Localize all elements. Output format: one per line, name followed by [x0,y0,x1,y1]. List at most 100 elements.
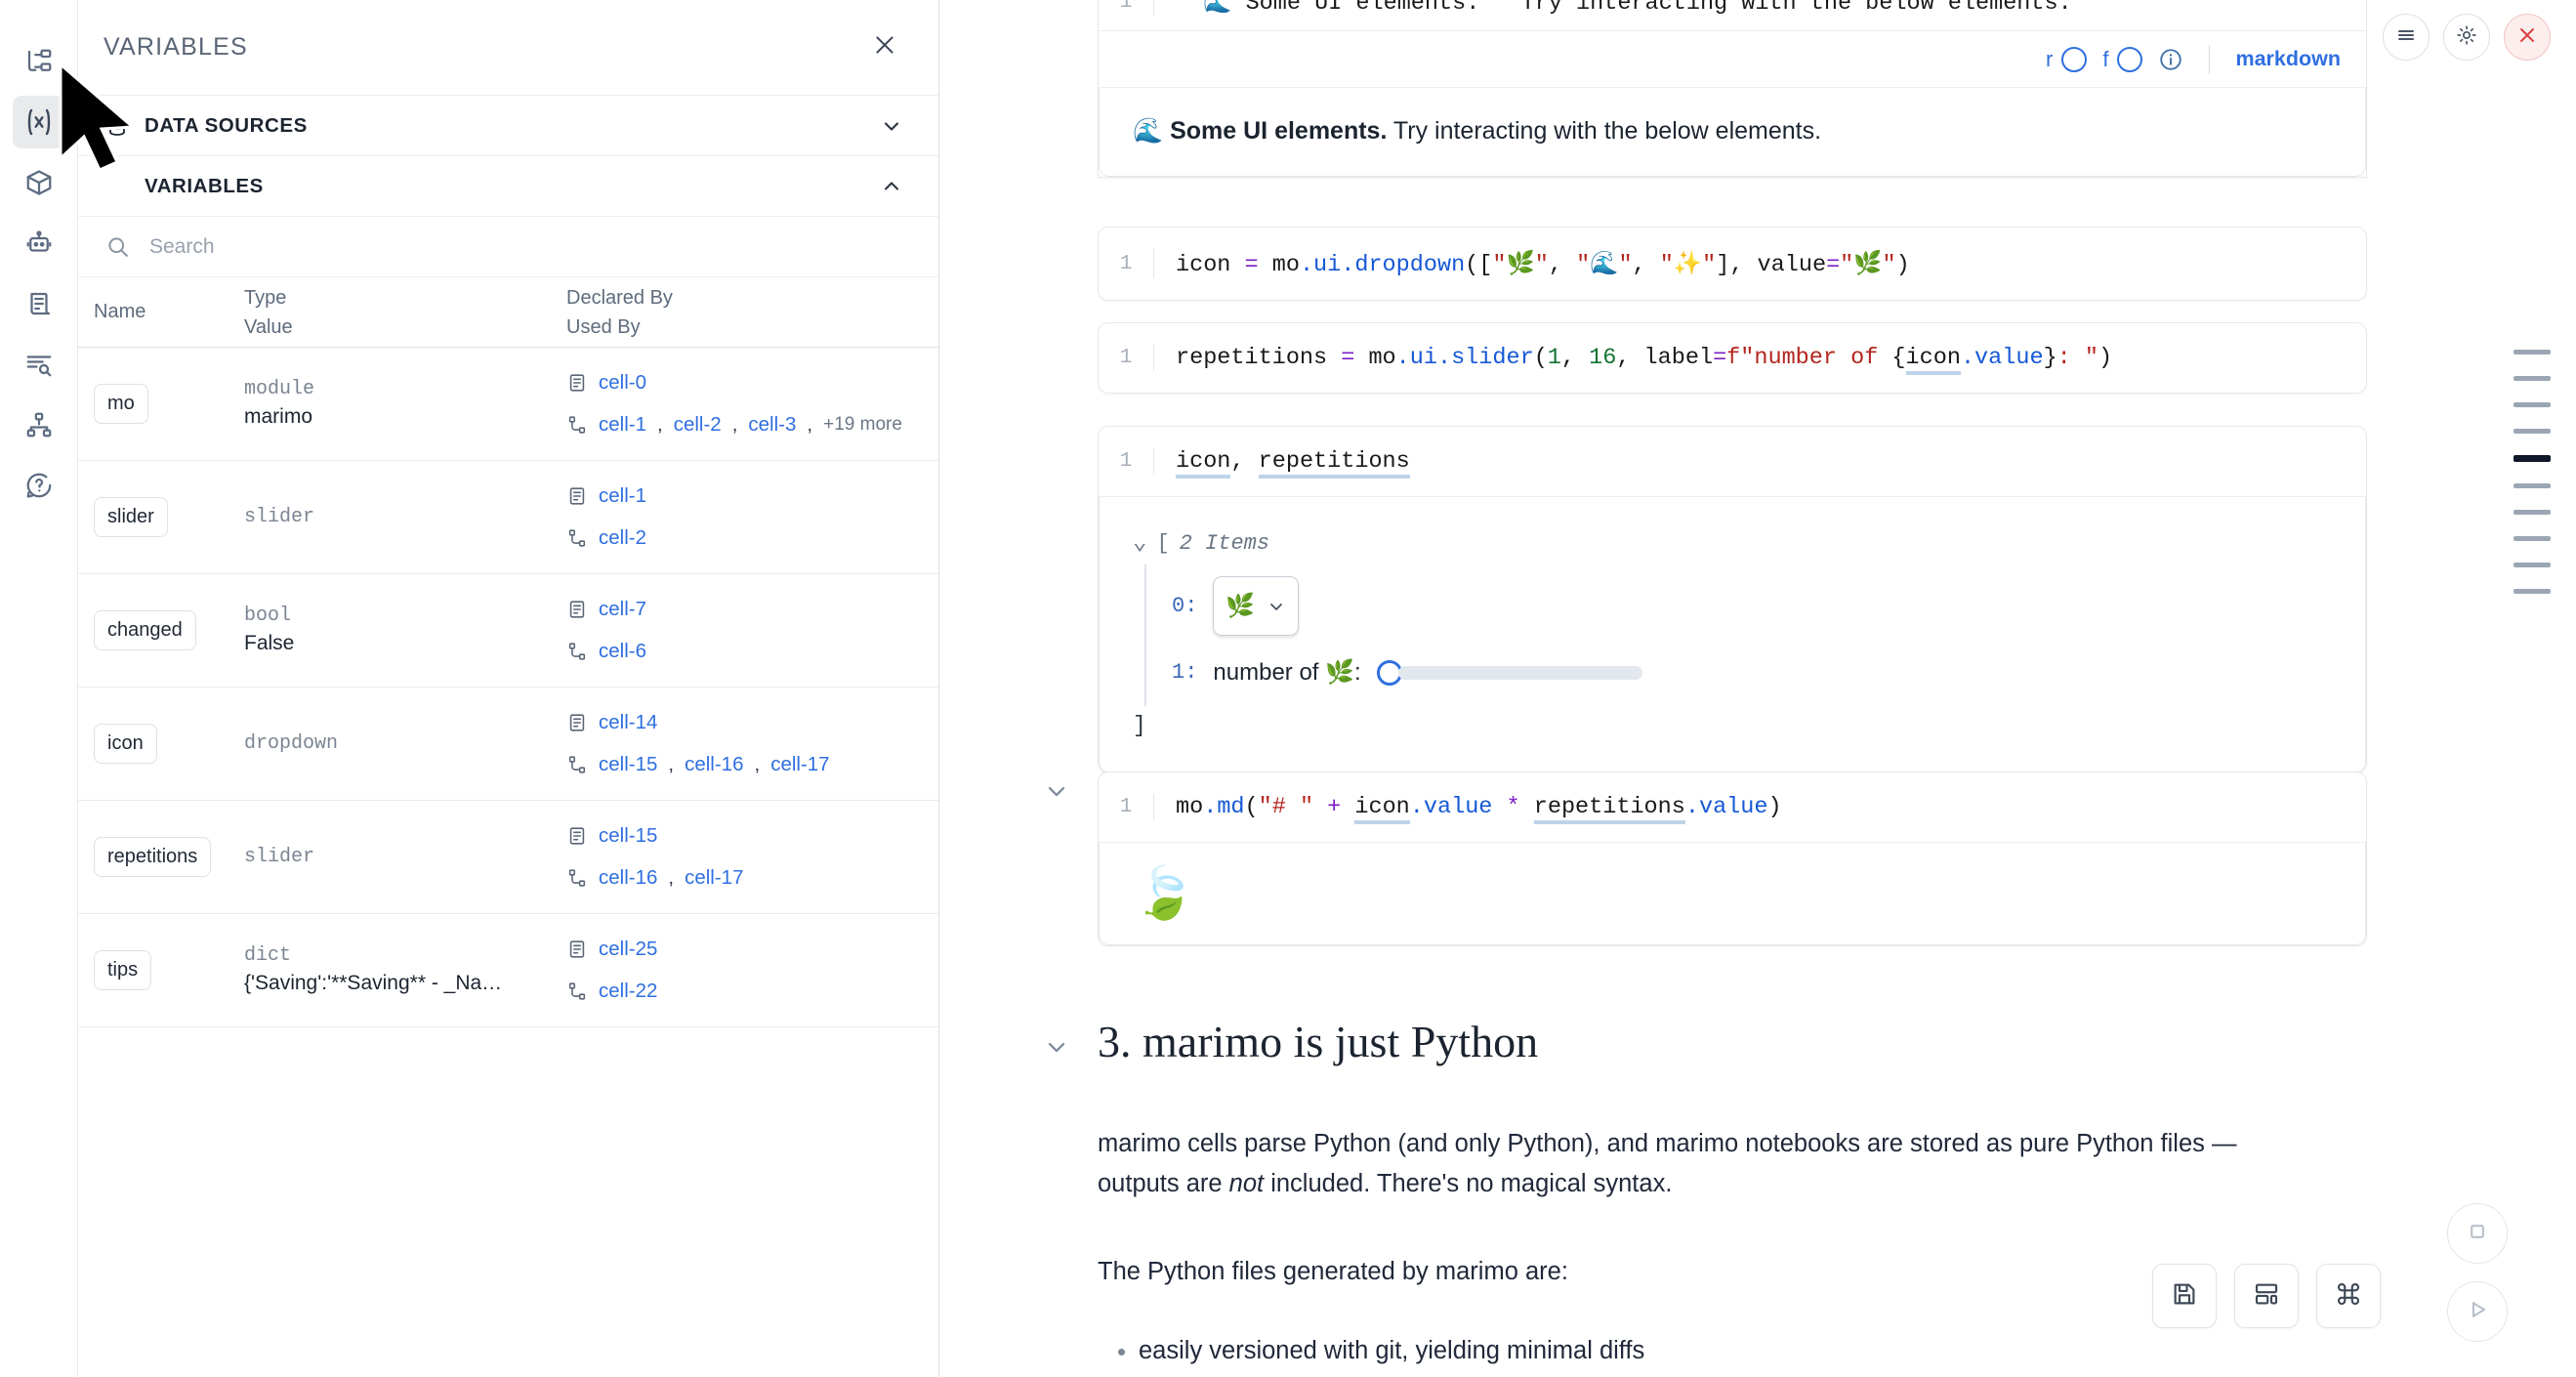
search-input[interactable] [147,233,911,260]
sidebar-item-outline[interactable] [13,338,65,391]
toolbar-r-toggle[interactable]: r [2046,46,2088,72]
cell-link[interactable]: cell-15 [599,752,658,775]
variable-name-chip[interactable]: repetitions [94,837,212,877]
inspector-header[interactable]: ⌄ [ 2 Items [1133,522,2332,564]
cell-link[interactable]: cell-1 [599,412,646,436]
code-source: repetitions = mo.ui.slider(1, 16, label=… [1153,345,2112,375]
code-line[interactable]: 1 icon, repetitions [1099,427,2366,496]
declared-by-line: cell-14 [566,708,925,738]
minimap-mark[interactable] [2514,455,2551,462]
cell-language-label[interactable]: markdown [2235,47,2341,70]
cell-link[interactable]: cell-16 [685,752,744,775]
minimap-mark[interactable] [2514,376,2551,381]
layout-button[interactable] [2234,1264,2299,1328]
section-data-sources[interactable]: DATA SOURCES [78,96,938,156]
line-number: 1 [1119,450,1133,473]
search-row[interactable] [78,217,938,277]
declared-by-line: cell-7 [566,595,925,625]
minimap-mark[interactable] [2514,350,2551,355]
cell-link[interactable]: cell-2 [673,412,722,436]
stop-icon [2464,1218,2491,1250]
declared-by-line: cell-0 [566,368,925,398]
sidebar-item-dependency-graph[interactable] [13,398,65,451]
cell-link[interactable]: cell-15 [599,823,658,847]
sidebar-item-scratchpad[interactable] [13,277,65,330]
code-source: ""🌊 Some UI elements."" Try interacting … [1153,0,2072,17]
repetitions-slider[interactable] [1376,659,1642,686]
close-icon [872,32,897,63]
variable-type: module [244,378,315,401]
code-line[interactable]: 1 mo.md("# " + icon.value * repetitions.… [1099,772,2366,842]
section-collapse-chevron[interactable] [1043,1033,1070,1065]
variable-name-chip[interactable]: tips [94,950,152,990]
minimap-mark[interactable] [2514,589,2551,594]
code-line[interactable]: 1 repetitions = mo.ui.slider(1, 16, labe… [1099,323,2366,393]
cell-icon-dropdown: 1 icon = mo.ui.dropdown(["🌿", "🌊", "✨"],… [1098,227,2367,301]
used-by-more-label[interactable]: +19 more [823,413,902,435]
cell-menu-button[interactable] [2383,14,2430,61]
cell-link[interactable]: cell-0 [599,370,646,394]
run-button[interactable] [2447,1281,2508,1342]
cell-delete-button[interactable] [2504,14,2551,61]
cell-link[interactable]: cell-16 [599,865,658,889]
variable-value: marimo [244,405,313,429]
search-icon [105,234,130,259]
minimap-mark[interactable] [2514,483,2551,488]
cell-link[interactable]: cell-22 [599,979,658,1002]
cell-link[interactable]: cell-3 [748,412,797,436]
code-line[interactable]: 1 ""🌊 Some UI elements."" Try interactin… [1099,0,2366,30]
section-paragraph-1: marimo cells parse Python (and only Pyth… [1098,1124,2299,1205]
variable-name-chip[interactable]: mo [94,384,148,424]
cell-link[interactable]: cell-17 [685,865,744,889]
variable-name-chip[interactable]: icon [94,724,157,764]
info-icon[interactable] [2158,47,2183,72]
cell-settings-button[interactable] [2443,14,2490,61]
save-button[interactable] [2152,1264,2217,1328]
list-item: easily versioned with git, yielding mini… [1139,1331,2387,1371]
code-line[interactable]: 1 icon = mo.ui.dropdown(["🌿", "🌊", "✨"],… [1099,228,2366,300]
table-header-row: Name Type Value Declared By Used By [78,277,938,348]
sidebar-item-packages[interactable] [13,156,65,209]
code-source: mo.md("# " + icon.value * repetitions.va… [1153,794,1782,824]
md-rest-text: Try interacting with the below elements. [1387,117,1822,145]
panel-close-button[interactable] [866,29,903,66]
variable-type: bool [244,605,292,628]
toolbar-f-label: f [2102,46,2109,71]
cell-link[interactable]: cell-6 [599,639,646,662]
minimap-mark[interactable] [2514,402,2551,407]
slider-track[interactable] [1397,665,1642,680]
minimap-mark[interactable] [2514,563,2551,567]
sidebar-item-chat[interactable] [13,217,65,270]
section-variables[interactable]: VARIABLES [78,156,938,217]
dependency-graph-icon [24,410,54,439]
stop-button[interactable] [2447,1203,2508,1264]
variable-name-chip[interactable]: changed [94,610,196,650]
minimap-mark[interactable] [2514,429,2551,434]
sidebar-item-variables[interactable] [12,96,65,148]
sidebar-item-file-explorer[interactable] [13,35,65,88]
cell-link[interactable]: cell-17 [770,752,830,775]
command-palette-button[interactable] [2316,1264,2381,1328]
minimap-mark[interactable] [2514,536,2551,541]
cell-collapse-chevron[interactable] [1043,777,1070,810]
cell-link[interactable]: cell-25 [599,937,658,960]
sidebar-item-help[interactable] [13,459,65,512]
minimap-mark[interactable] [2514,510,2551,515]
variable-name-chip[interactable]: slider [94,497,168,537]
paragraph-part-a: marimo cells parse Python (and only Pyth… [1098,1130,2237,1198]
slider-knob[interactable] [1376,659,1402,686]
column-header-type: Type [244,286,287,309]
icon-dropdown[interactable]: 🌿 [1213,576,1300,637]
cell-display-icon-repetitions: 1 icon, repetitions ⌄ [ 2 Items 0: 🌿 [1098,426,2367,773]
item-index: 0: [1172,593,1198,618]
md-emoji: 🌊 [1133,117,1164,145]
dropdown-selected-emoji: 🌿 [1226,593,1256,620]
cell-link[interactable]: cell-2 [599,525,646,549]
cell-link[interactable]: cell-7 [599,597,646,620]
cell-link[interactable]: cell-1 [599,483,646,507]
cell-link[interactable]: cell-14 [599,710,658,733]
section-heading: 3. marimo is just Python [1098,1017,1539,1066]
toolbar-f-toggle[interactable]: f [2102,46,2143,72]
